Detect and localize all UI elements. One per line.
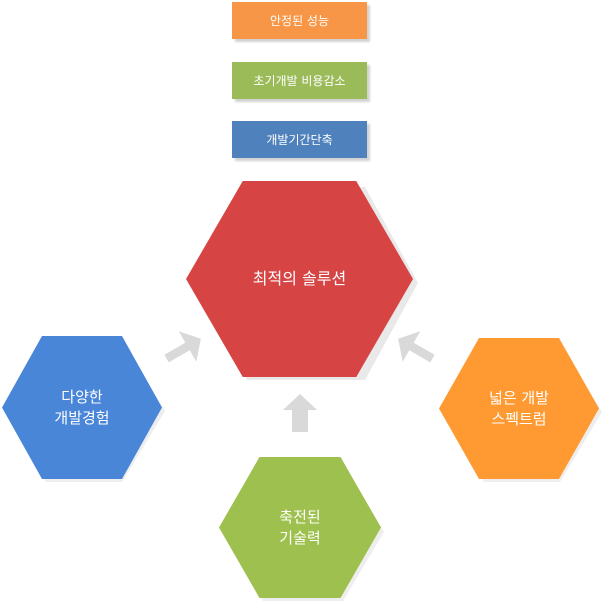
arrow-left-shape	[164, 331, 201, 363]
label-stable-performance: 안정된 성능	[232, 2, 367, 39]
label-dev-time-reduction: 개발기간단축	[232, 121, 367, 158]
arrow-right-shape	[398, 331, 435, 363]
hex-accumulated-tech-label: 축전된 기술력	[279, 508, 321, 547]
label-dev-time-reduction-text: 개발기간단축	[266, 133, 333, 147]
arrow-bottom-shape	[283, 394, 317, 432]
arrow-left-to-center	[164, 331, 201, 363]
hex-diverse-experience	[2, 336, 162, 479]
arrow-bottom-to-center	[283, 394, 317, 432]
label-stable-performance-text: 안정된 성능	[269, 14, 329, 28]
hex-diverse-experience-label: 다양한 개발경험	[54, 388, 110, 427]
arrow-right-to-center	[398, 331, 435, 363]
label-initial-cost-reduction: 초기개발 비용감소	[232, 62, 367, 99]
label-initial-cost-reduction-text: 초기개발 비용감소	[253, 74, 346, 88]
hex-optimal-solution-label: 최적의 솔루션	[252, 269, 347, 289]
hex-accumulated-tech	[219, 457, 381, 598]
hex-wide-spectrum-label: 넓은 개발 스펙트럼	[489, 389, 549, 428]
